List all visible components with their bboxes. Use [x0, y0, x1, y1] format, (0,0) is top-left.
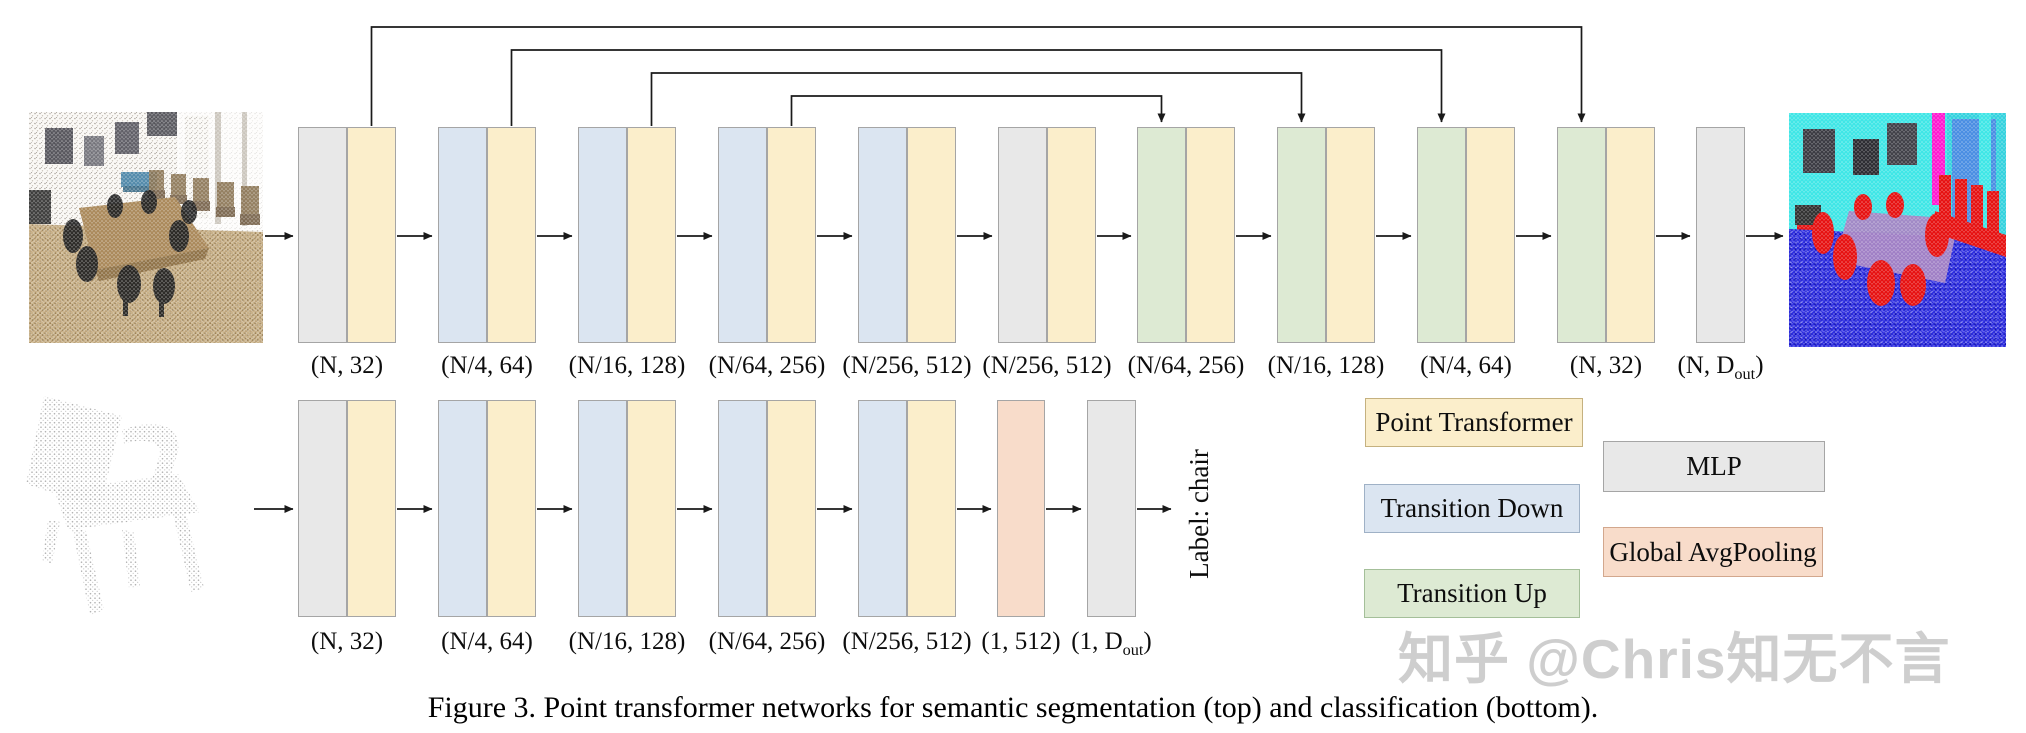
legend-item-point-transformer: Point Transformer	[1365, 398, 1583, 447]
stage-dimension-label: (N, 32)	[310, 628, 384, 655]
legend-item-mlp: MLP	[1603, 441, 1825, 492]
transition-down-block	[438, 127, 487, 343]
point-transformer-block	[1606, 127, 1655, 343]
legend-item-label: Global AvgPooling	[1609, 536, 1817, 567]
point-transformer-block	[1466, 127, 1515, 343]
room-point-cloud-image	[29, 112, 263, 343]
segmented-room-image	[1789, 113, 2006, 347]
network-stage	[578, 400, 676, 617]
point-transformer-block	[767, 127, 816, 343]
point-transformer-block	[1186, 127, 1235, 343]
stage-dimension-label: (N, 32)	[1569, 352, 1643, 379]
legend-item-label: Transition Up	[1397, 578, 1547, 608]
network-stage	[998, 127, 1096, 343]
stage-dimension-label: (N/4, 64)	[1420, 352, 1512, 379]
transition-down-block	[578, 400, 627, 617]
stage-dimension-label: (N/16, 128)	[568, 352, 686, 379]
transition-up-block	[1137, 127, 1186, 343]
transition-down-block	[858, 127, 907, 343]
point-transformer-block	[1047, 127, 1096, 343]
point-transformer-block	[1326, 127, 1375, 343]
stage-dimension-label: (N/64, 256)	[1127, 352, 1245, 379]
transition-down-block	[578, 127, 627, 343]
figure-caption: Figure 3. Point transformer networks for…	[427, 691, 1599, 724]
classification-output-label: Label: chair	[1184, 449, 1214, 579]
network-stage	[997, 400, 1045, 617]
point-transformer-block	[907, 400, 956, 617]
transition-up-block	[1557, 127, 1606, 343]
mlp-block	[998, 127, 1047, 343]
transition-up-block	[1417, 127, 1466, 343]
point-transformer-block	[627, 127, 676, 343]
label-part: out	[1122, 641, 1144, 659]
flow-arrow	[510, 49, 1446, 126]
network-stage	[1417, 127, 1515, 343]
point-transformer-block	[347, 127, 396, 343]
transition-down-block	[718, 127, 767, 343]
point-transformer-block	[347, 400, 396, 617]
stage-dimension-label: (1, 512)	[981, 628, 1061, 655]
stage-dimension-label: (N/4, 64)	[441, 628, 533, 655]
network-stage	[858, 127, 956, 343]
label-part: (1, D	[1071, 628, 1123, 655]
legend-item-label: Transition Down	[1380, 493, 1564, 523]
stage-dimension-label: (N/256, 512)	[842, 352, 972, 379]
mlp-block	[298, 127, 347, 343]
flow-arrow	[370, 26, 1586, 126]
stage-dimension-label: (1, Dout)	[1071, 628, 1151, 660]
network-stage	[1696, 127, 1745, 343]
mlp-block	[1696, 127, 1745, 343]
label-part: )	[1143, 628, 1152, 655]
network-stage	[298, 400, 396, 617]
legend-item-global-avgpooling: Global AvgPooling	[1603, 527, 1823, 577]
stage-dimension-label: (N/4, 64)	[441, 352, 533, 379]
network-stage	[1087, 400, 1136, 617]
network-stage	[1557, 127, 1655, 343]
transition-down-block	[858, 400, 907, 617]
network-stage	[298, 127, 396, 343]
mlp-block	[1087, 400, 1136, 617]
legend-item-transition-up: Transition Up	[1364, 569, 1580, 618]
label-part: out	[1734, 365, 1756, 383]
stage-dimension-label: (N/256, 512)	[842, 628, 972, 655]
global-avgpooling-block	[997, 400, 1045, 617]
chair-shape	[26, 396, 204, 615]
network-stage	[858, 400, 956, 617]
flow-arrow	[650, 72, 1306, 126]
stage-dimension-label: (N/16, 128)	[568, 628, 686, 655]
point-transformer-block	[487, 400, 536, 617]
network-stage	[578, 127, 676, 343]
point-transformer-block	[487, 127, 536, 343]
legend-item-label: MLP	[1686, 451, 1742, 481]
stage-dimension-label: (N/64, 256)	[708, 628, 826, 655]
mlp-block	[298, 400, 347, 617]
stage-dimension-label: (N, Dout)	[1677, 352, 1763, 384]
stage-dimension-label: (N, 32)	[310, 352, 384, 379]
stage-dimension-label: (N/16, 128)	[1267, 352, 1385, 379]
chair-point-cloud-image	[26, 396, 204, 615]
network-stage	[438, 127, 536, 343]
watermark: 知乎 @Chris知无不言	[1398, 628, 1951, 690]
point-transformer-block	[767, 400, 816, 617]
transition-down-block	[438, 400, 487, 617]
label-part: )	[1755, 352, 1764, 379]
flow-arrow	[790, 95, 1166, 126]
legend-item-label: Point Transformer	[1375, 407, 1573, 437]
point-transformer-block	[627, 400, 676, 617]
stage-dimension-label: (N/256, 512)	[982, 352, 1112, 379]
network-stage	[718, 400, 816, 617]
network-stage	[438, 400, 536, 617]
stage-dimension-label: (N/64, 256)	[708, 352, 826, 379]
legend-item-transition-down: Transition Down	[1364, 484, 1580, 533]
network-stage	[1277, 127, 1375, 343]
label-part: (N, D	[1677, 352, 1735, 379]
point-transformer-block	[907, 127, 956, 343]
network-stage	[718, 127, 816, 343]
network-stage	[1137, 127, 1235, 343]
transition-down-block	[718, 400, 767, 617]
transition-up-block	[1277, 127, 1326, 343]
